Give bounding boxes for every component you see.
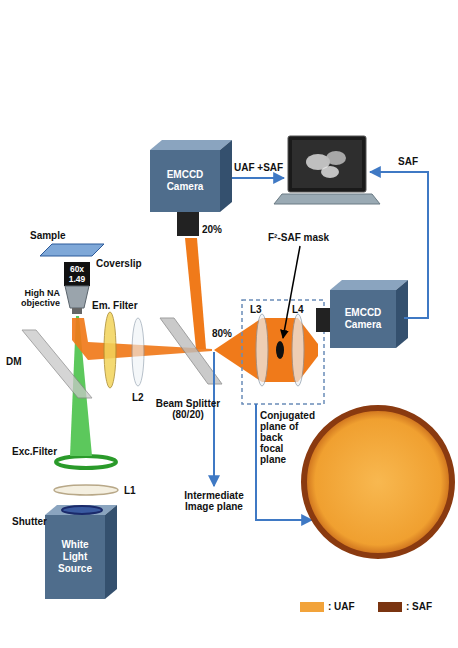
part-label: DM — [6, 356, 22, 367]
laptop-screen — [288, 136, 366, 192]
ratio-label: 20% — [202, 224, 222, 235]
part-label: Beam Splitter (80/20) — [150, 398, 226, 420]
camera-box: EMCCD Camera — [330, 290, 396, 348]
box-side-face — [105, 505, 117, 599]
box-side-face — [396, 280, 408, 348]
legend-swatch — [300, 602, 324, 612]
cell-image — [326, 151, 346, 165]
leader-arrow — [283, 246, 300, 338]
part-label: Shutter — [12, 516, 47, 527]
plane-label: Conjugated plane of back focal plane — [260, 410, 308, 465]
lens-l2 — [132, 318, 144, 386]
box-top-face — [45, 505, 117, 515]
pointer-arrow — [256, 404, 312, 520]
part-label: Sample — [30, 230, 66, 241]
signal-label: UAF +SAF — [234, 162, 283, 173]
beam-splitter — [160, 318, 222, 384]
part-label: L2 — [132, 392, 144, 403]
objective-body — [65, 286, 89, 308]
dichroic-mirror — [22, 330, 92, 398]
part-label: L1 — [124, 485, 136, 496]
excitation-filter — [56, 456, 116, 468]
objective-name: High NA objective — [10, 288, 60, 308]
legend-text: : SAF — [406, 601, 432, 613]
box-top-face — [330, 280, 408, 290]
camera-lens — [177, 212, 199, 236]
part-label: Coverslip — [96, 258, 142, 269]
relay-box — [242, 300, 324, 404]
source-name: White Light Source — [48, 539, 102, 575]
legend-swatch — [378, 602, 402, 612]
lens-l4 — [292, 314, 304, 386]
objective-tip — [72, 308, 82, 314]
legend-text: : UAF — [328, 601, 355, 613]
objective-lens: High NA objective60x 1.49 — [64, 262, 90, 314]
mask-dot — [276, 341, 284, 359]
camera-box: EMCCD Camera — [150, 150, 220, 212]
laptop-display — [292, 140, 362, 188]
part-label: Exc.Filter — [12, 446, 57, 457]
box-top-face — [150, 140, 232, 150]
ratio-label: 80% — [212, 328, 232, 339]
part-label: F²-SAF mask — [268, 232, 329, 243]
camera-name: EMCCD Camera — [333, 307, 393, 331]
part-label: L4 — [292, 304, 304, 315]
sample-slide — [40, 244, 104, 256]
part-label: L3 — [250, 304, 262, 315]
box-side-face — [220, 140, 232, 212]
lens-l3 — [256, 314, 268, 386]
data-arrow — [232, 177, 284, 179]
light-source-box: White Light Source — [45, 515, 105, 599]
part-label: Em. Filter — [92, 300, 138, 311]
shutter — [62, 506, 102, 514]
emission-beam — [214, 318, 262, 382]
plane-label: Intermediate Image plane — [176, 490, 252, 512]
camera-lens — [316, 308, 330, 332]
signal-label: SAF — [398, 156, 418, 167]
camera-name: EMCCD Camera — [154, 169, 216, 193]
emission-beam — [185, 238, 206, 349]
pointer-arrow — [213, 352, 215, 486]
cell-image — [321, 166, 339, 178]
emission-filter — [104, 312, 116, 388]
objective-cap — [64, 262, 90, 286]
laptop-base — [274, 194, 380, 204]
back-focal-plane-image — [304, 408, 452, 556]
lens-l1 — [54, 485, 118, 495]
objective-spec: 60x 1.49 — [64, 264, 90, 284]
